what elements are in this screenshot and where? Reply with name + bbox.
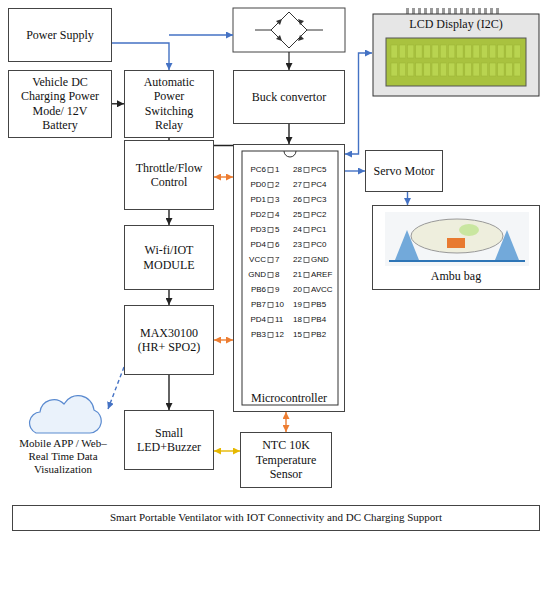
pin-name: PC6: [246, 165, 266, 175]
pin-name: PC2: [311, 210, 337, 220]
process-box: Wi-fi/IOT MODULE: [124, 225, 214, 290]
pin-number: 6: [275, 240, 289, 250]
pin-name: AREF: [311, 270, 337, 280]
box-label: Automatic Power Switching Relay: [130, 75, 208, 133]
pin-number: 8: [275, 270, 289, 280]
cloud-icon: [4, 395, 122, 435]
pin-name: GND: [311, 255, 337, 265]
pin-name: GND: [246, 270, 266, 280]
lcd-display: LCD Display (I2C): [372, 8, 540, 98]
process-box: Buck convertor: [233, 70, 345, 124]
pin-number: 20: [288, 285, 302, 295]
pin-number: 24: [288, 225, 302, 235]
connector-arrow: [112, 103, 124, 104]
ambu-bag-box: Ambu bag: [372, 205, 540, 290]
connector-arrow: [285, 412, 286, 432]
rectifier-arrow: [288, 52, 289, 70]
pin-number: 11: [275, 315, 289, 325]
connector-arrow: [288, 124, 289, 144]
pin-name: PC1: [311, 225, 337, 235]
box-label: LCD Display (I2C): [406, 17, 505, 31]
pin-name: PC0: [311, 240, 337, 250]
process-box: Automatic Power Switching Relay: [124, 70, 214, 138]
title-box: Smart Portable Ventilator with IOT Conne…: [12, 505, 540, 531]
box-label: Wi-fi/IOT MODULE: [130, 243, 208, 272]
pin-name: PD4: [246, 240, 266, 250]
bridge-rectifier: [233, 8, 345, 52]
process-box: Vehicle DC Charging Power Mode/ 12V Batt…: [8, 70, 112, 138]
pin-name: AVCC: [311, 285, 337, 295]
pin-number: 28: [288, 165, 302, 175]
box-label: Mobile APP / Web– Real Time Data Visuali…: [9, 437, 117, 477]
pin-name: PD1: [246, 195, 266, 205]
connector-arrow: [112, 43, 169, 70]
supply-arrow: [169, 34, 233, 36]
box-label: MAX30100 (HR+ SPO2): [130, 326, 208, 355]
pin-number: 1: [275, 165, 289, 175]
connector-arrow: [345, 170, 365, 171]
pin-number: 23: [288, 240, 302, 250]
box-label: Servo Motor: [374, 164, 435, 178]
connector-arrow: [214, 339, 233, 340]
pin-name: PB6: [246, 285, 266, 295]
connector-arrow: [214, 450, 240, 451]
pin-number: 21: [288, 270, 302, 280]
box-label: Smart Portable Ventilator with IOT Conne…: [110, 511, 442, 524]
box-label: Small LED+Buzzer: [130, 426, 208, 455]
cloud-node: Mobile APP / Web– Real Time Data Visuali…: [4, 395, 122, 485]
pin-number: 5: [275, 225, 289, 235]
box-label: NTC 10K Temperature Sensor: [246, 438, 326, 481]
pin-name: PD2: [246, 210, 266, 220]
pin-name: VCC: [246, 255, 266, 265]
pin-name: PC5: [311, 165, 337, 175]
box-label: Throttle/Flow Control: [130, 161, 208, 190]
process-box: Throttle/Flow Control: [124, 140, 214, 210]
pin-number: 27: [288, 180, 302, 190]
process-box: Servo Motor: [365, 150, 443, 192]
box-label: Power Supply: [26, 28, 94, 42]
box-label: Vehicle DC Charging Power Mode/ 12V Batt…: [14, 75, 106, 133]
process-box: MAX30100 (HR+ SPO2): [124, 305, 214, 375]
connector-arrow: [108, 367, 124, 409]
box-label: Microcontroller: [251, 391, 327, 405]
pin-name: PD3: [246, 225, 266, 235]
pin-name: PC3: [311, 195, 337, 205]
pin-name: PD0: [246, 180, 266, 190]
pin-name: PB5: [311, 300, 337, 310]
connector-arrow: [168, 375, 169, 410]
process-box: Small LED+Buzzer: [124, 410, 214, 470]
pin-name: PB7: [246, 300, 266, 310]
pin-number: 15: [288, 330, 302, 340]
microcontroller-chip: MicrocontrollerPC6128PC5PD0227PC4PD1326P…: [233, 144, 345, 412]
pin-number: 9: [275, 285, 289, 295]
pin-number: 22: [288, 255, 302, 265]
pin-name: PB4: [311, 315, 337, 325]
pin-name: PB3: [246, 330, 266, 340]
process-box: Power Supply: [8, 8, 112, 62]
pin-name: PD4: [246, 315, 266, 325]
box-label: Ambu bag: [431, 269, 481, 283]
connector-arrow: [345, 53, 372, 154]
pin-number: 12: [275, 330, 289, 340]
pin-number: 3: [275, 195, 289, 205]
connector-arrow: [214, 176, 233, 177]
pin-number: 25: [288, 210, 302, 220]
pin-name: PC4: [311, 180, 337, 190]
pin-number: 2: [275, 180, 289, 190]
process-box: NTC 10K Temperature Sensor: [240, 432, 332, 488]
connector-arrow: [168, 210, 169, 225]
pin-number: 4: [275, 210, 289, 220]
connector-arrow: [168, 290, 169, 305]
box-label: Buck convertor: [252, 90, 326, 104]
pin-number: 19: [288, 300, 302, 310]
pin-name: PB2: [311, 330, 337, 340]
connector-arrow: [407, 192, 408, 205]
pin-number: 7: [275, 255, 289, 265]
pin-number: 18: [288, 315, 302, 325]
pin-number: 10: [275, 300, 289, 310]
pin-number: 26: [288, 195, 302, 205]
